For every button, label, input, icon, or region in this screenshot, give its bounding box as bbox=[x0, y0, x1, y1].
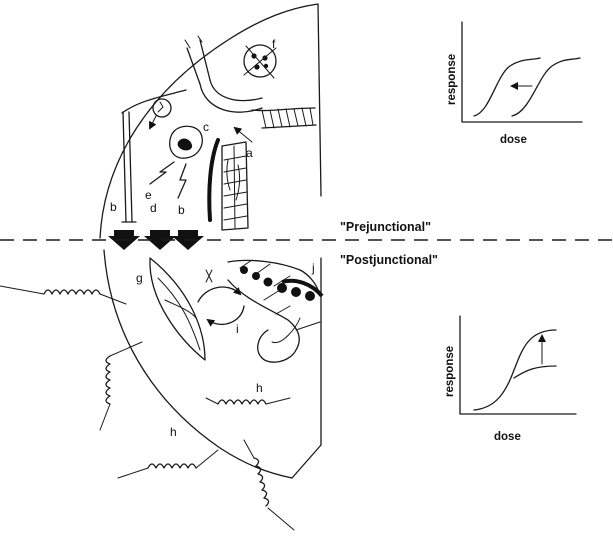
coil-fiber-h2: h bbox=[118, 425, 218, 478]
label-g: g bbox=[136, 271, 143, 285]
ylabel-bottom: response bbox=[444, 346, 456, 397]
postjunctional-label: "Postjunctional" bbox=[340, 253, 438, 267]
structure-g: g bbox=[136, 258, 205, 360]
autoreceptor-vesicle bbox=[122, 90, 186, 128]
label-h1: h bbox=[256, 381, 263, 395]
receptor-b-left: b bbox=[110, 112, 136, 222]
xlabel-bottom: dose bbox=[494, 431, 521, 443]
label-h2: h bbox=[170, 425, 177, 439]
membrane-pad bbox=[252, 108, 316, 128]
dose-response-graph-top: response dose bbox=[446, 22, 582, 146]
coil-fiber-h1: h bbox=[206, 381, 290, 404]
striated-column: b bbox=[178, 140, 248, 230]
coil-fiber-1 bbox=[0, 286, 126, 304]
cycle-i: i bbox=[198, 270, 244, 336]
prejunctional-label: "Prejunctional" bbox=[340, 220, 431, 234]
label-e: e bbox=[145, 188, 152, 202]
coil-fiber-2 bbox=[100, 342, 142, 430]
lightning-e: e bbox=[145, 162, 174, 202]
coil-fiber-3 bbox=[244, 440, 294, 530]
label-i: i bbox=[236, 322, 239, 336]
label-b2: b bbox=[178, 203, 185, 217]
dose-response-graph-bottom: response dose bbox=[444, 316, 576, 443]
label-a: a bbox=[246, 146, 253, 160]
cell-c: c bbox=[170, 120, 209, 158]
vesicle-f: f bbox=[244, 37, 276, 78]
label-c: c bbox=[203, 120, 209, 134]
label-b1: b bbox=[110, 200, 117, 214]
label-j: j bbox=[311, 261, 315, 275]
xlabel-top: dose bbox=[500, 134, 527, 146]
label-d: d bbox=[150, 201, 157, 215]
ylabel-top: response bbox=[446, 54, 458, 105]
